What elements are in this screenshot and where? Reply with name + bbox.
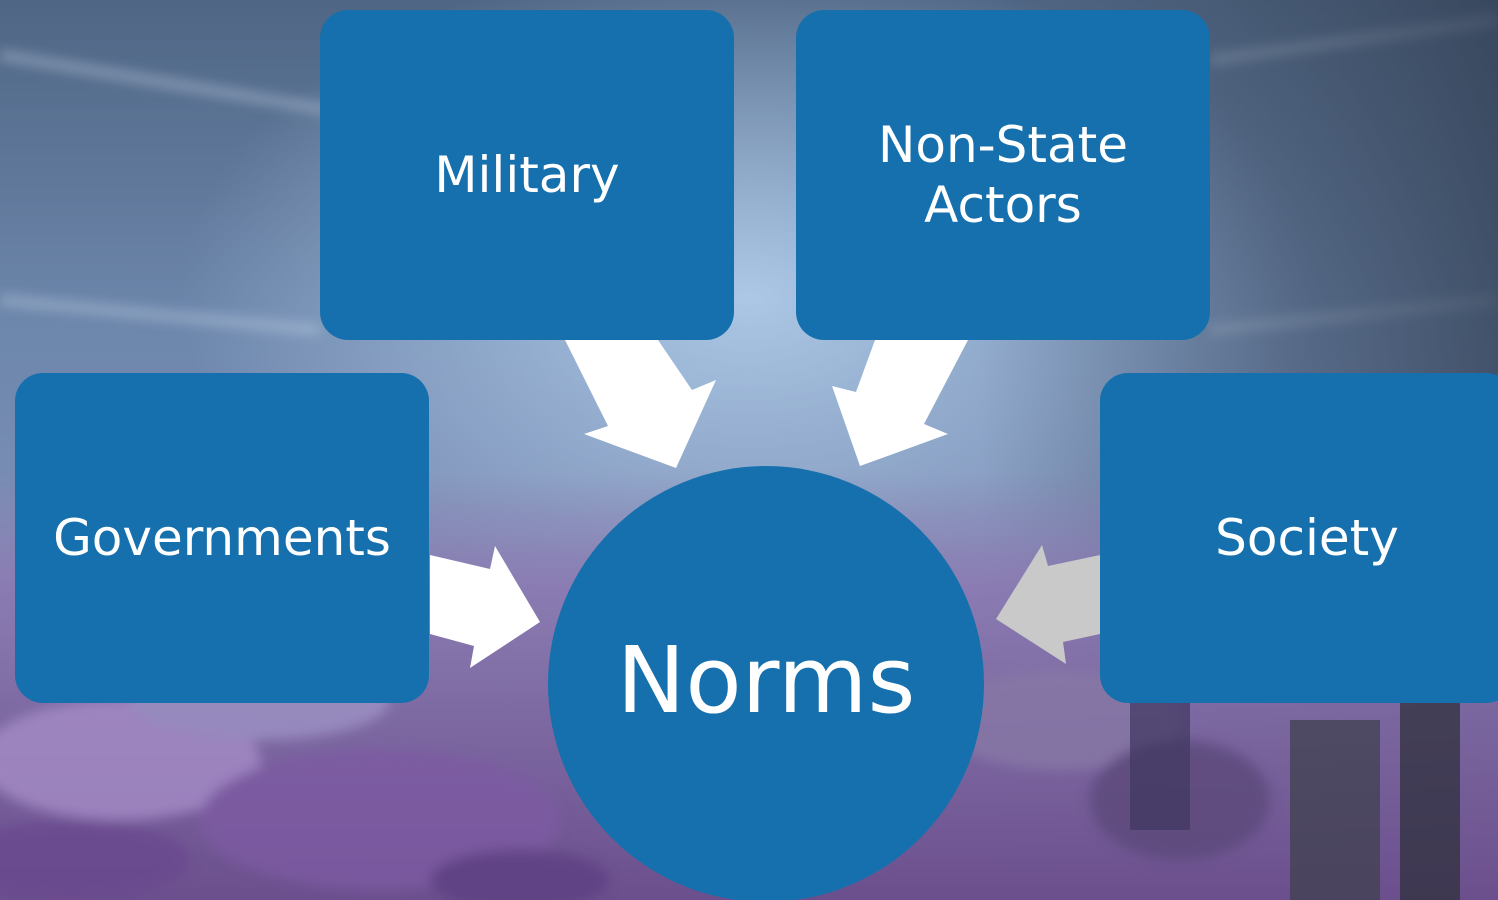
governments-label: Governments xyxy=(53,509,391,567)
arrow-governments-to-norms xyxy=(430,546,540,668)
arrow-military-to-norms xyxy=(565,340,716,468)
military-box: Military xyxy=(320,10,734,340)
non-state-actors-label-line2: Actors xyxy=(924,176,1082,234)
arrow-nonstate-to-norms xyxy=(832,340,968,466)
military-label: Military xyxy=(434,146,620,204)
governments-box: Governments xyxy=(15,373,429,703)
society-label: Society xyxy=(1215,509,1399,567)
non-state-actors-box: Non-State Actors xyxy=(796,10,1210,340)
norms-circle: Norms xyxy=(548,466,984,900)
arrow-society-to-norms xyxy=(996,545,1100,664)
non-state-actors-label-line1: Non-State xyxy=(877,116,1129,174)
society-box: Society xyxy=(1100,373,1498,703)
norms-label: Norms xyxy=(616,626,916,734)
